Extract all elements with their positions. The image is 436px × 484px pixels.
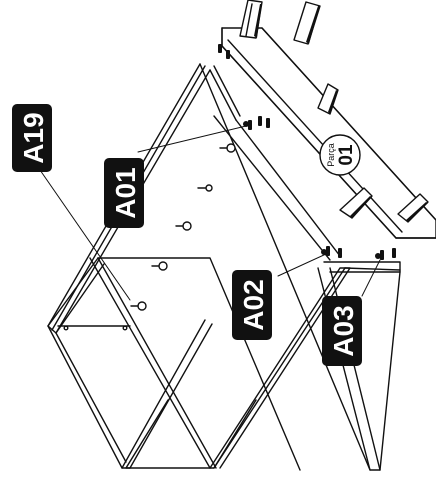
callout-a01: A01 <box>104 158 144 228</box>
screw <box>197 184 213 192</box>
screw <box>151 261 168 271</box>
cabinet-body <box>47 63 401 471</box>
side-screws <box>130 143 236 311</box>
callout-a03: A03 <box>322 296 362 366</box>
part-badge-caption: Parça <box>326 143 336 167</box>
screw <box>219 143 236 153</box>
callout-a19: A19 <box>12 104 52 172</box>
screw <box>130 301 147 311</box>
part-badge-number: 01 <box>336 144 357 166</box>
dowels-top <box>218 44 396 260</box>
top-panel-part-01 <box>221 27 436 239</box>
leader-lines <box>39 125 381 301</box>
callout-a01-text: A01 <box>110 167 141 218</box>
callout-a02-text: A02 <box>238 279 269 330</box>
callout-a19-text: A19 <box>18 112 49 163</box>
callout-a02: A02 <box>232 270 272 340</box>
screw <box>175 221 192 231</box>
part-badge: Parça 01 <box>319 134 361 176</box>
callout-a03-text: A03 <box>328 305 359 356</box>
leg-shading <box>254 4 428 222</box>
legs <box>239 0 429 223</box>
